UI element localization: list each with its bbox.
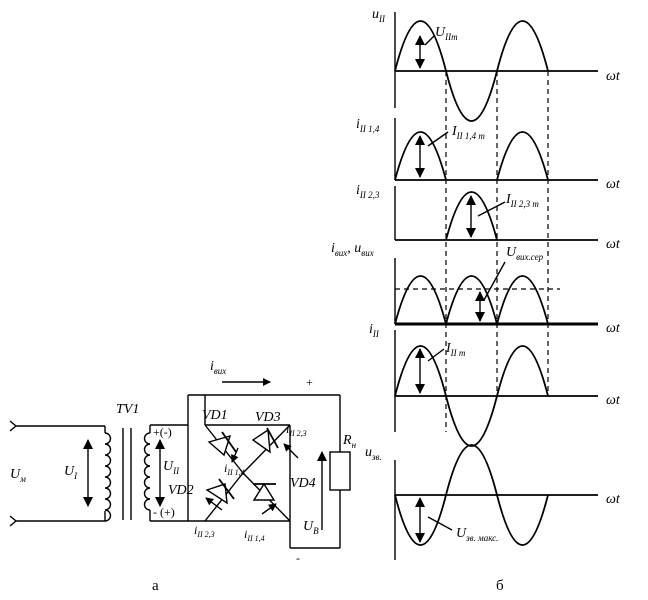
g5-amp-label: III m xyxy=(445,341,466,358)
g2-wt: ωt xyxy=(606,177,621,192)
g4-avg-label: Uвих.сер xyxy=(506,245,544,262)
label-ub: UВ xyxy=(303,519,319,536)
i14-mid-arrow xyxy=(231,447,239,463)
label-vd2: VD2 xyxy=(168,483,194,498)
label-polarity-bottom: - (+) xyxy=(153,505,175,519)
label-u1: UI xyxy=(64,464,78,481)
label-um: Uм xyxy=(10,467,26,484)
g3-wt: ωt xyxy=(606,237,621,252)
g1-wt: ωt xyxy=(606,69,621,84)
label-i23-top: iII 2,3 xyxy=(286,422,307,438)
g3-label: iII 2,3 xyxy=(356,183,380,200)
i14-bottom-arrow xyxy=(261,503,277,515)
diode-vd4 xyxy=(252,482,276,501)
g1-amp-label: UIIm xyxy=(435,25,458,42)
label-minus: - xyxy=(296,551,300,565)
label-vd4: VD4 xyxy=(290,476,316,491)
label-vd1: VD1 xyxy=(202,408,228,423)
label-i-out: iвих xyxy=(210,359,226,376)
label-rn: Rн xyxy=(342,433,357,450)
timing-diagrams xyxy=(394,12,598,560)
g5-wt: ωt xyxy=(606,393,621,408)
circuit-labels: Uм UI TV1 +(-) UII - (+) iвих + - VD1 VD… xyxy=(10,359,357,594)
bridge-wiring xyxy=(187,394,341,549)
diode-vd1 xyxy=(207,431,237,457)
label-i23-bottom: iII 2,3 xyxy=(194,523,215,539)
i23-top-arrow xyxy=(283,443,299,459)
label-plus: + xyxy=(306,375,313,389)
load-resistor xyxy=(329,451,351,491)
caption-b: б xyxy=(496,578,504,594)
g3-waveform xyxy=(445,191,498,241)
label-u2: UII xyxy=(163,459,180,476)
caption-a: а xyxy=(152,578,159,594)
diode-vd2 xyxy=(205,478,235,505)
circuit-diagram xyxy=(9,378,351,549)
g6-waveform xyxy=(394,444,549,546)
g1-label: uII xyxy=(372,7,386,24)
secondary-winding xyxy=(143,424,188,522)
g6-label: uзв. xyxy=(365,445,382,462)
g4-wt: ωt xyxy=(606,321,621,336)
g6-amp-label: Uзв. макс. xyxy=(456,526,498,543)
g2-waveform xyxy=(394,131,549,181)
i23-bottom-arrow xyxy=(205,497,223,511)
input-terminal-top xyxy=(9,420,105,432)
g4-label: iвих, uвих xyxy=(331,241,374,258)
timing-labels: uII UIIm ωt iII 1,4 III 1,4 m ωt iII 2,3… xyxy=(331,7,621,594)
label-i14-mid: iII 1,4 xyxy=(224,461,245,477)
g6-wt: ωt xyxy=(606,492,621,507)
label-polarity-top: +(-) xyxy=(153,425,172,439)
input-terminal-bottom xyxy=(9,515,105,527)
g3-amp-label: III 2,3 m xyxy=(505,192,539,209)
label-i14-bottom: iII 1,4 xyxy=(244,527,265,543)
g2-label: iII 1,4 xyxy=(356,117,380,134)
g4-waveform xyxy=(394,275,549,328)
g5-label: iII xyxy=(369,322,380,339)
g2-amp-label: III 1,4 m xyxy=(451,124,485,141)
label-vd3: VD3 xyxy=(255,410,281,425)
label-tv1: TV1 xyxy=(116,402,139,417)
diode-vd3 xyxy=(251,427,279,454)
g1-waveform xyxy=(394,20,549,122)
primary-winding xyxy=(104,426,112,522)
